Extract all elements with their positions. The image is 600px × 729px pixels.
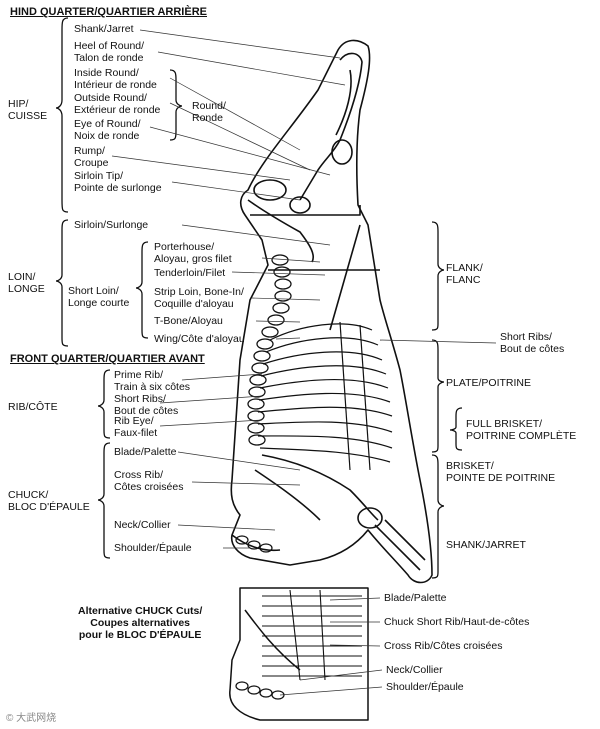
cut-wing: Wing/Côte d'aloyau [154, 333, 245, 345]
cut-shank-hind: Shank/Jarret [74, 23, 134, 35]
hind-quarter-heading: HIND QUARTER/QUARTIER ARRIÈRE [10, 6, 207, 18]
cut-shoulder: Shoulder/Épaule [114, 542, 192, 554]
cut-heel-of-round: Heel of Round/ Talon de ronde [74, 40, 145, 64]
group-short-loin: Short Loin/ Longe courte [68, 285, 130, 309]
right-brisket: BRISKET/ POINTE DE POITRINE [446, 460, 556, 484]
cut-sirloin-tip: Sirloin Tip/ Pointe de surlonge [74, 170, 162, 194]
right-short-ribs: Short Ribs/ Bout de côtes [500, 331, 565, 355]
right-full-brisket: FULL BRISKET/ POITRINE COMPLÈTE [466, 418, 577, 442]
alt-cut-neck: Neck/Collier [386, 664, 443, 676]
carcass-outline [230, 39, 433, 584]
cut-cross-rib: Cross Rib/ Côtes croisées [114, 469, 184, 493]
cut-sirloin: Sirloin/Surlonge [74, 219, 149, 231]
spine-vertebrae [247, 254, 292, 446]
cut-outside-round: Outside Round/ Extérieur de ronde [74, 92, 161, 116]
cut-porterhouse: Porterhouse/ Aloyau, gros filet [154, 241, 232, 265]
right-flank: FLANK/ FLANC [446, 262, 483, 286]
leader-lines [111, 29, 497, 696]
brackets [55, 17, 463, 579]
watermark: © 大武网烧 [6, 713, 57, 724]
cut-blade: Blade/Palette [114, 446, 177, 458]
alt-cut-blade: Blade/Palette [384, 592, 447, 604]
group-loin: LOIN/ LONGE [8, 271, 45, 295]
cut-inside-round: Inside Round/ Intérieur de ronde [74, 67, 157, 91]
cut-tenderloin: Tenderloin/Filet [154, 267, 226, 279]
cut-neck: Neck/Collier [114, 519, 171, 531]
group-rib: RIB/CÔTE [8, 401, 58, 413]
group-round: Round/ Ronde [192, 100, 226, 124]
group-chuck: CHUCK/ BLOC D'ÉPAULE [8, 489, 90, 513]
right-shank: SHANK/JARRET [446, 539, 526, 551]
alt-chuck-illustration [229, 587, 369, 721]
right-plate: PLATE/POITRINE [446, 377, 531, 389]
alt-cut-chuck-short-rib: Chuck Short Rib/Haut-de-côtes [384, 616, 530, 628]
cut-short-ribs-front: Short Ribs/ Bout de côtes [114, 393, 179, 417]
group-hip: HIP/ CUISSE [8, 98, 48, 122]
alt-cut-shoulder: Shoulder/Épaule [386, 681, 464, 693]
cut-rump: Rump/ Croupe [74, 145, 109, 169]
cut-eye-of-round: Eye of Round/ Noix de ronde [74, 118, 141, 142]
cut-rib-eye: Rib Eye/ Faux-filet [114, 415, 158, 439]
alt-cut-cross-rib: Cross Rib/Côtes croisées [384, 640, 503, 652]
alt-chuck-heading: Alternative CHUCK Cuts/ Coupes alternati… [78, 605, 203, 641]
ribs [257, 321, 393, 471]
front-quarter-heading: FRONT QUARTER/QUARTIER AVANT [10, 353, 205, 365]
cut-prime-rib: Prime Rib/ Train à six côtes [114, 369, 191, 393]
cut-strip-loin: Strip Loin, Bone-In/ Coquille d'aloyau [154, 286, 244, 310]
cut-t-bone: T-Bone/Aloyau [154, 315, 223, 327]
